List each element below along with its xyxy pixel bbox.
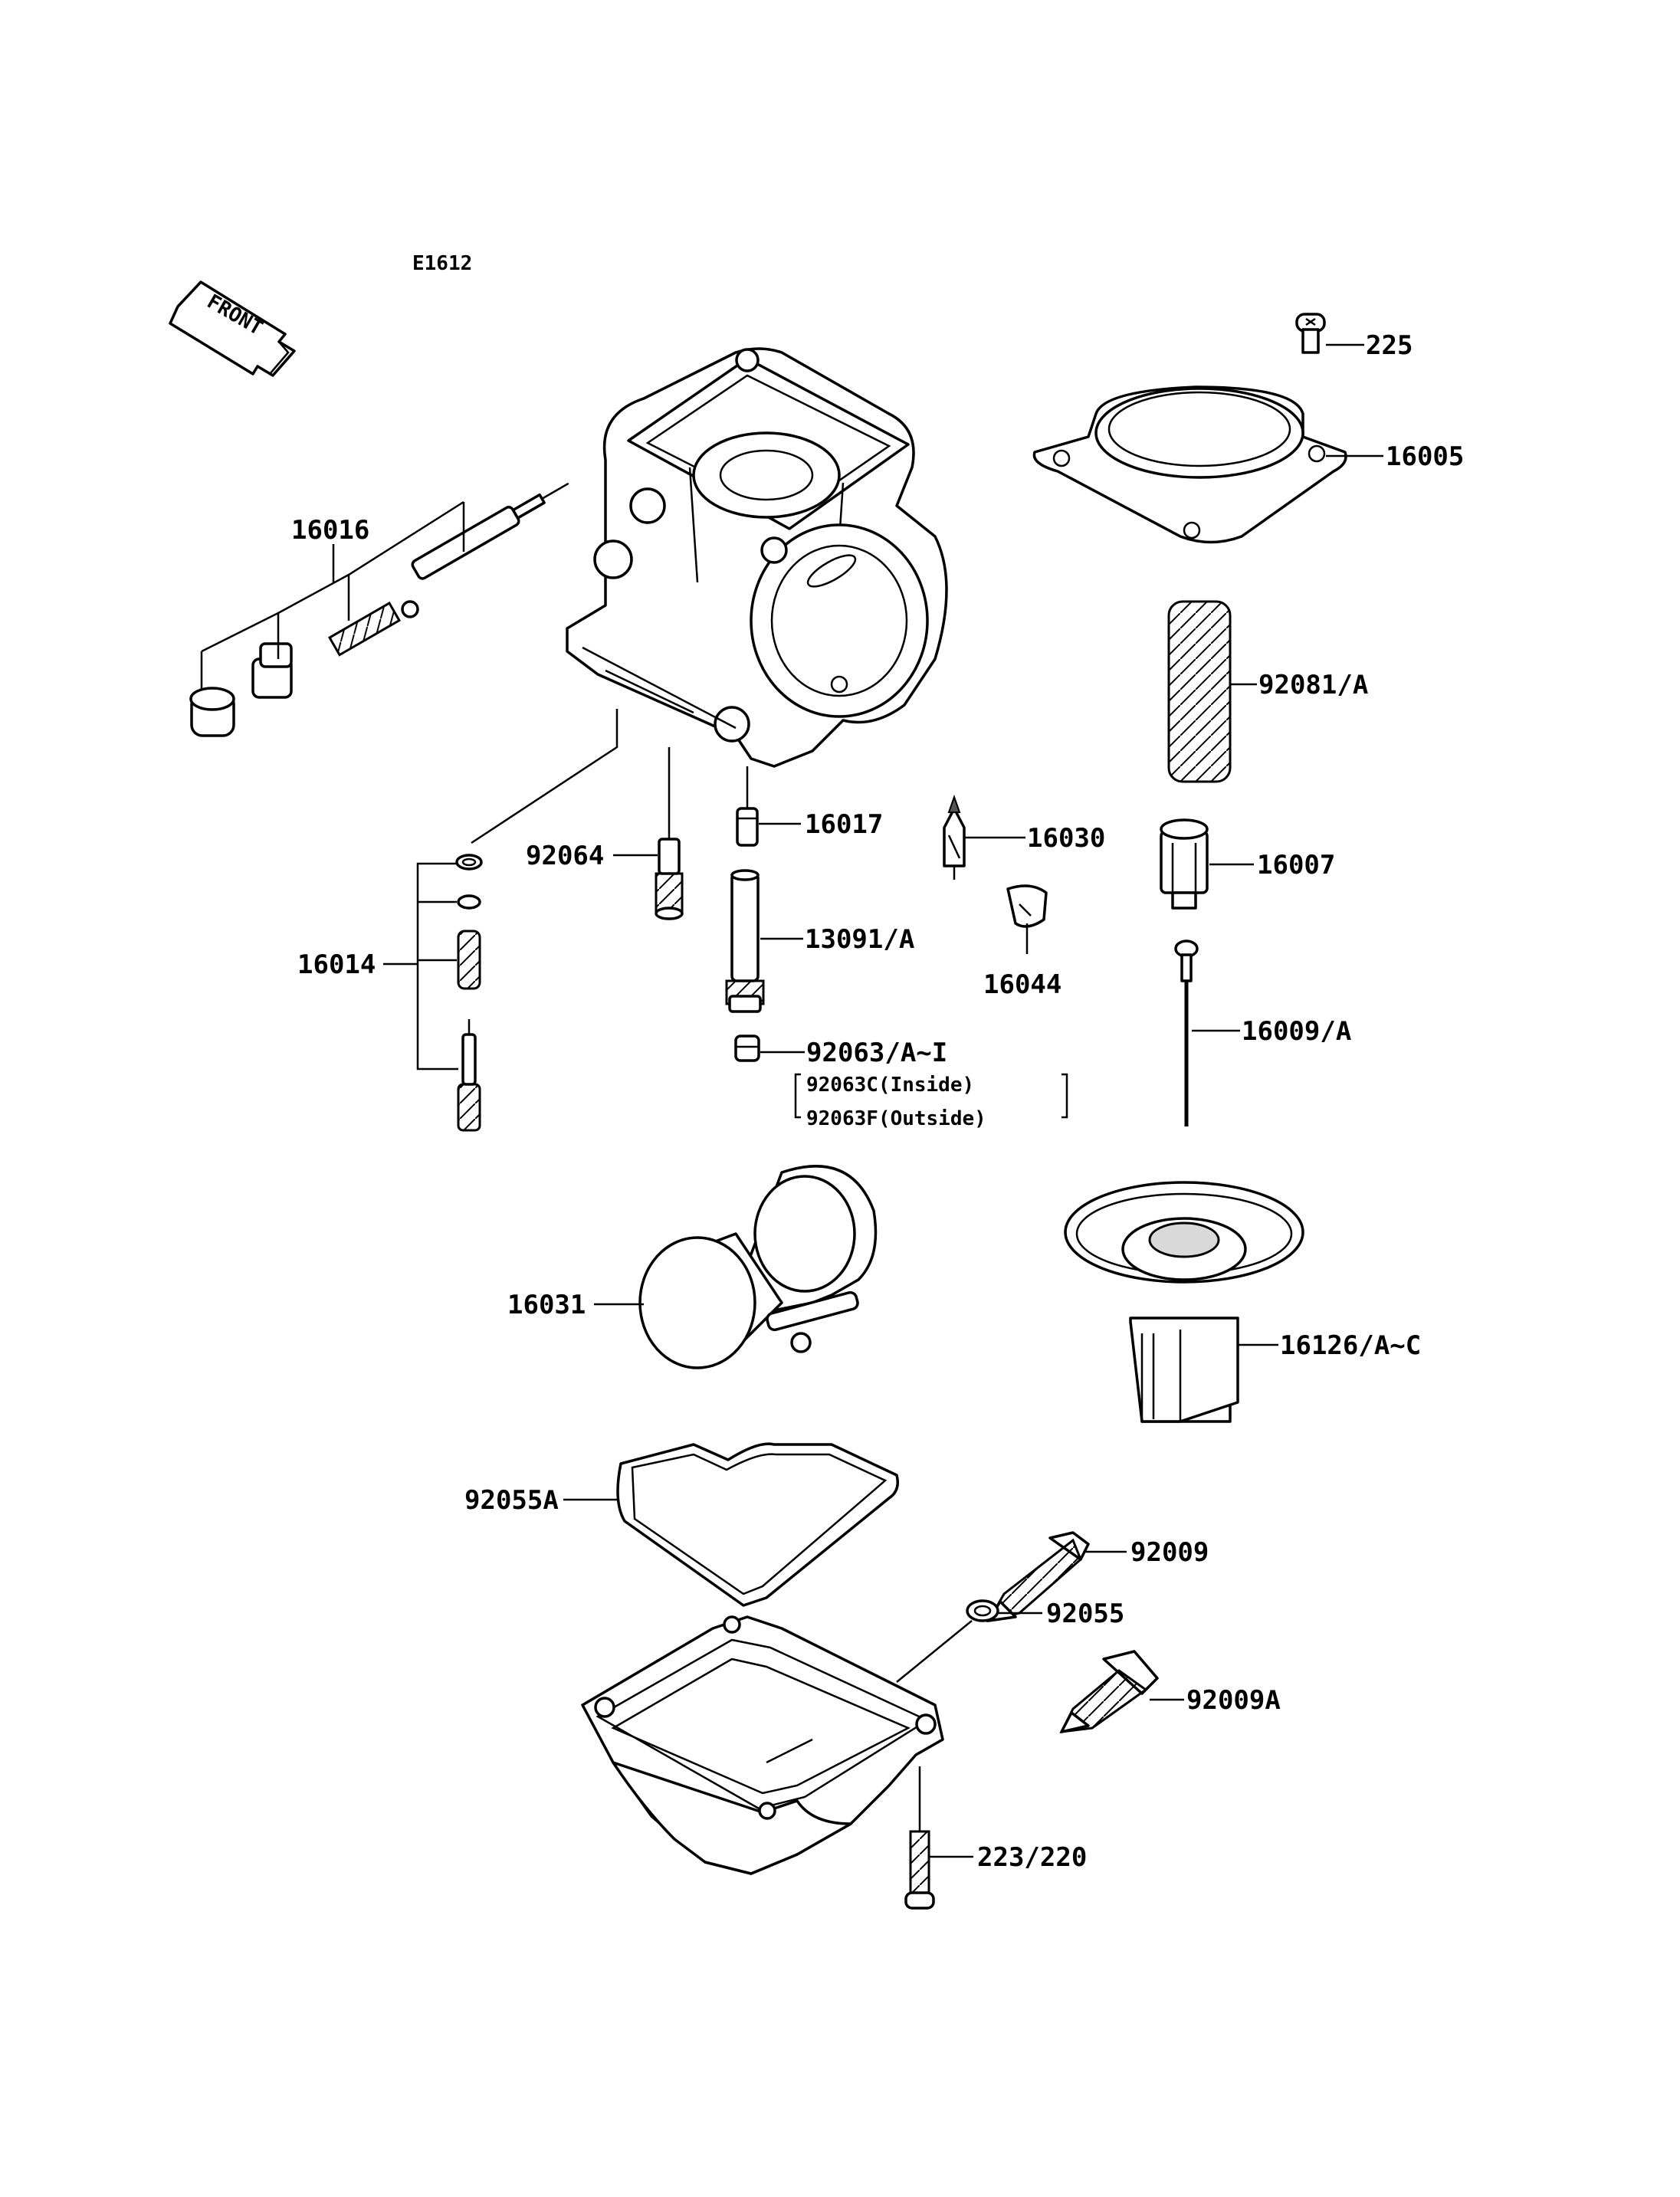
pilot-screw-assembly-16016 bbox=[189, 482, 569, 737]
top-cover-16005 bbox=[1032, 385, 1347, 544]
label-16005: 16005 bbox=[1386, 441, 1464, 472]
jet-needle-16009a bbox=[1174, 939, 1199, 1126]
carburetor-body bbox=[566, 347, 948, 768]
screw-225 bbox=[1295, 313, 1326, 354]
screw-92009a bbox=[1059, 1650, 1159, 1733]
diaphragm-slide-16126 bbox=[1064, 1181, 1304, 1423]
label-16009a: 16009/A bbox=[1242, 1016, 1351, 1047]
front-direction-arrow: FRONT bbox=[169, 280, 296, 377]
label-16044: 16044 bbox=[983, 969, 1061, 1000]
label-92055: 92055 bbox=[1046, 1599, 1124, 1629]
label-92009a: 92009A bbox=[1186, 1685, 1281, 1716]
label-92055a: 92055A bbox=[464, 1485, 559, 1516]
jet-92064 bbox=[655, 838, 684, 920]
label-16126: 16126/A~C bbox=[1280, 1330, 1421, 1361]
needle-holder-16007 bbox=[1160, 818, 1209, 910]
label-16017: 16017 bbox=[805, 809, 883, 840]
label-16030: 16030 bbox=[1027, 823, 1105, 854]
float-bowl bbox=[581, 1615, 944, 1875]
label-13091a: 13091/A bbox=[805, 924, 914, 955]
label-16031: 16031 bbox=[507, 1290, 586, 1320]
air-screw-assembly-16014 bbox=[455, 854, 483, 1132]
jet-16017 bbox=[736, 807, 759, 847]
label-223-220: 223/220 bbox=[977, 1842, 1087, 1873]
label-92081a: 92081/A bbox=[1258, 670, 1368, 700]
o-ring-92055 bbox=[966, 1599, 999, 1622]
main-jet-92063 bbox=[734, 1035, 760, 1062]
gasket-92055a bbox=[616, 1442, 899, 1607]
spring-92081a bbox=[1167, 600, 1232, 783]
float-16031 bbox=[638, 1165, 878, 1369]
clip-16044 bbox=[1006, 884, 1048, 928]
label-92063f: 92063F(Outside) bbox=[806, 1107, 986, 1130]
diagram-code: E1612 bbox=[412, 252, 472, 275]
label-92063: 92063/A~I bbox=[806, 1038, 947, 1068]
label-225: 225 bbox=[1366, 330, 1413, 361]
label-16007: 16007 bbox=[1257, 850, 1335, 880]
label-92009: 92009 bbox=[1130, 1537, 1209, 1568]
screw-223-220 bbox=[904, 1830, 935, 1910]
float-valve-16030 bbox=[943, 794, 966, 880]
label-92064: 92064 bbox=[526, 841, 604, 871]
label-16014: 16014 bbox=[297, 949, 376, 980]
label-16016: 16016 bbox=[291, 515, 369, 546]
needle-jet-13091a bbox=[725, 869, 765, 1013]
label-92063c: 92063C(Inside) bbox=[806, 1074, 974, 1097]
